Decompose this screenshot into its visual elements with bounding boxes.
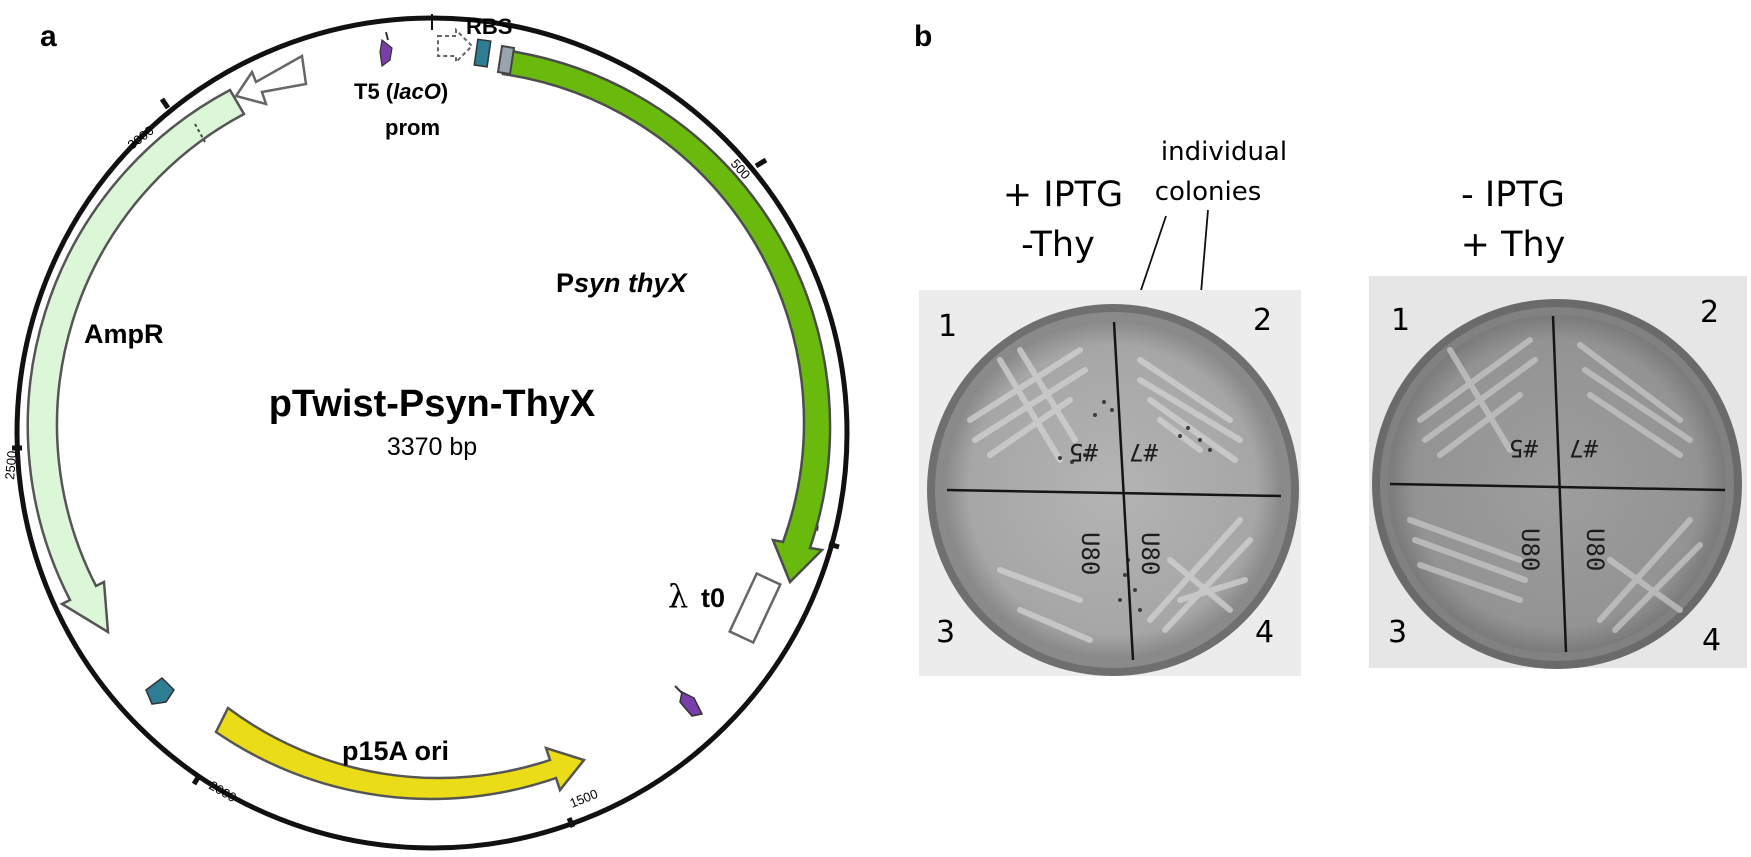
terminator-label: t0 xyxy=(701,583,725,613)
ampr-promoter-open-arrow xyxy=(233,54,308,106)
thyx-gene-arrow xyxy=(501,46,832,585)
right-plate-agar xyxy=(1388,315,1726,653)
left-plate-vline xyxy=(1112,321,1135,661)
tick-label-2500: 2500 xyxy=(2,450,19,480)
left-plate-hline xyxy=(946,488,1282,498)
left-quad-2: 2 xyxy=(1253,303,1272,338)
left-quad-1: 1 xyxy=(938,309,957,344)
left-condition-line2: -Thy xyxy=(1021,225,1095,265)
tick-1000 xyxy=(828,541,840,550)
left-writing-q4: U80 xyxy=(1136,532,1164,575)
t5-promoter-arrow xyxy=(437,27,474,65)
tick-500 xyxy=(754,157,768,169)
ori-label: p15A ori xyxy=(342,736,449,766)
terminator-lambda: λ xyxy=(668,577,688,615)
thyx-label: Psyn thyX xyxy=(556,268,689,298)
scale-tick-labels: 500 1000 1500 2000 2500 3000 xyxy=(2,123,823,811)
panel-b-letter: b xyxy=(914,20,932,53)
right-writing-q4: U80 xyxy=(1581,528,1609,571)
ori-arrow xyxy=(214,706,587,801)
rbs-label: RBS xyxy=(466,14,512,39)
tick-3000 xyxy=(159,97,171,110)
scale-ticks xyxy=(12,97,840,829)
right-condition-line1: - IPTG xyxy=(1461,175,1565,215)
right-quad-3: 3 xyxy=(1388,615,1407,650)
purple-marker xyxy=(679,690,704,717)
tick-label-2000: 2000 xyxy=(207,778,240,805)
right-writing-q1: #5 xyxy=(1509,434,1538,462)
right-writing-q3: U80 xyxy=(1516,528,1544,571)
left-writing-q1: #5 xyxy=(1069,438,1098,466)
plasmid-map: 500 1000 1500 2000 2500 3000 RBS xyxy=(2,14,850,851)
plasmid-name: pTwist-Psyn-ThyX xyxy=(269,383,596,425)
panel-a-letter: a xyxy=(40,20,57,53)
left-plate-colonies xyxy=(1058,400,1212,612)
right-plate-panel: - IPTG + Thy #5 #7 U80 U80 1 2 xyxy=(1369,175,1747,669)
right-plate-streaks xyxy=(1407,337,1703,633)
left-plate-panel: + IPTG -Thy individual colonies xyxy=(919,137,1301,676)
left-condition-line1: + IPTG xyxy=(1003,175,1123,215)
left-writing-q3: U80 xyxy=(1076,532,1104,575)
lac-operator-marker-tick xyxy=(385,31,389,41)
right-quad-2: 2 xyxy=(1700,295,1719,330)
tick-1500 xyxy=(566,816,576,829)
right-condition-line2: + Thy xyxy=(1461,225,1566,265)
tick-label-1500: 1500 xyxy=(568,786,600,811)
t5-promoter-label-line1: T5 (lacO) xyxy=(354,79,448,104)
ampr-gene-arrow xyxy=(26,88,246,635)
teal-marker xyxy=(145,677,175,705)
plasmid-size: 3370 bp xyxy=(387,433,477,461)
ampr-label: AmpR xyxy=(84,319,164,349)
right-writing-q2: #7 xyxy=(1569,434,1598,462)
right-plate-vline xyxy=(1551,315,1568,653)
annotation-line1: individual xyxy=(1161,137,1287,167)
grey-spacer-box xyxy=(496,44,516,76)
left-quad-3: 3 xyxy=(936,615,955,650)
left-quad-4: 4 xyxy=(1255,615,1274,650)
left-writing-q2: #7 xyxy=(1129,438,1158,466)
lac-operator-marker xyxy=(379,38,393,68)
right-quad-4: 4 xyxy=(1702,623,1721,658)
t5-promoter-label-line2: prom xyxy=(385,115,440,140)
rbs-box xyxy=(473,38,492,68)
purple-marker-tick xyxy=(674,685,683,694)
tick-2000 xyxy=(191,774,202,786)
terminator-box xyxy=(728,571,782,645)
right-quad-1: 1 xyxy=(1391,303,1410,338)
right-plate-hline xyxy=(1389,482,1726,492)
annotation-line2: colonies xyxy=(1155,177,1262,207)
